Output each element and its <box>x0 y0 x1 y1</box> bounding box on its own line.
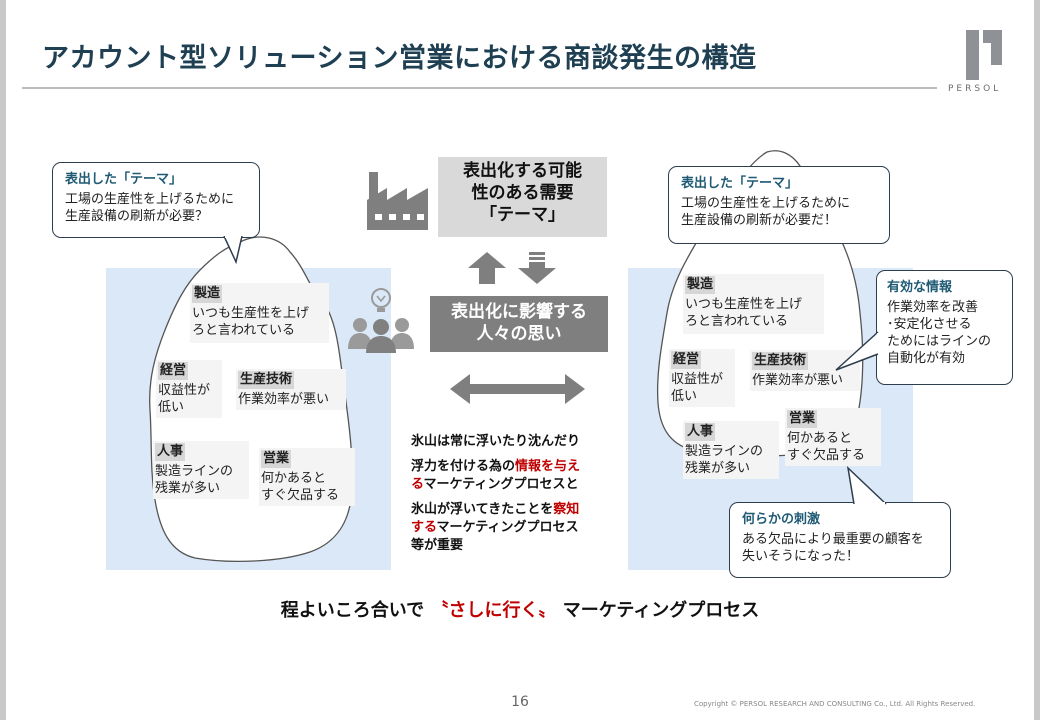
explanation-line-3: 氷山が浮いてきたことを察知するマーケティングプロセス等が重要 <box>411 501 623 555</box>
card-text: 低い <box>158 400 185 415</box>
card-text: いつも生産性を上げ <box>192 306 310 321</box>
influence-line: 表出化に影響する <box>451 302 587 322</box>
card-production-engineering: 生産技術 作業効率が悪い <box>750 350 860 391</box>
conclusion-prefix: 程よいころ合いで <box>280 600 425 621</box>
persol-logo-icon <box>966 30 1002 80</box>
card-text: 低い <box>671 389 698 404</box>
people-idea-icon <box>348 288 414 353</box>
bubble-line: 工場の生産性を上げるために <box>65 192 235 207</box>
explanation-line-1: 氷山は常に浮いたり沈んだり <box>411 434 581 449</box>
card-label: 生産技術 <box>752 352 809 370</box>
demand-theme-box: 表出化する可能 性のある需要 「テーマ」 <box>438 157 607 237</box>
effective-info-bubble: 有効な情報 作業効率を改善 ･安定化させる ためにはラインの 自動化が有効 <box>876 270 1013 385</box>
left-bubble-tail <box>223 236 243 265</box>
right-border <box>1034 0 1040 720</box>
card-label: 営業 <box>261 450 292 468</box>
card-hr: 人事 製造ラインの 残業が多い <box>153 441 249 499</box>
highlight-span: 察知 <box>553 502 580 517</box>
card-text: 製造ラインの <box>685 444 764 459</box>
card-label: 製造 <box>685 276 716 294</box>
bubble-line: 生産設備の刷新が必要？ <box>65 209 209 224</box>
center-explanation: 氷山は常に浮いたり沈んだり 浮力を付ける為の情報を与えるマーケティングプロセスと… <box>411 433 623 555</box>
logo-text: PERSOL <box>948 84 1002 94</box>
bubble-line: ためにはラインの <box>887 334 992 349</box>
bubble-line: ある欠品により最重要の顧客を <box>742 532 924 547</box>
bubble-heading: 表出した「テーマ」 <box>681 176 799 191</box>
double-arrow-icon <box>450 374 585 404</box>
left-border <box>0 0 6 720</box>
info-bubble-tail <box>835 331 880 371</box>
card-text: 収益性が <box>671 372 724 387</box>
card-text: すぐ欠品する <box>787 448 866 463</box>
influence-thoughts-box: 表出化に影響する 人々の思い <box>430 296 608 352</box>
demand-line: 性のある需要 <box>471 183 574 203</box>
highlight-span: する <box>411 520 437 535</box>
highlight-span: る <box>411 477 424 492</box>
card-sales: 営業 何かあると すぐ欠品する <box>259 448 355 506</box>
right-theme-bubble: 表出した「テーマ」 工場の生産性を上げるために 生産設備の刷新が必要だ！ <box>668 166 890 244</box>
bubble-line: 自動化が有効 <box>887 351 966 366</box>
title-divider <box>22 87 937 89</box>
card-production-engineering: 生産技術 作業効率が悪い <box>236 369 346 410</box>
stimulus-bubble-tail <box>846 466 887 506</box>
card-text: 何かあると <box>261 471 327 486</box>
card-label: 営業 <box>787 410 818 428</box>
up-arrow-icon <box>468 252 506 284</box>
card-management: 経営 収益性が 低い <box>669 349 735 407</box>
text-span: マーケティングプロセス <box>436 520 579 535</box>
demand-line: 表出化する可能 <box>463 161 582 181</box>
card-text: 作業効率が悪い <box>752 373 844 388</box>
explanation-line-2: 浮力を付ける為の情報を与えるマーケティングプロセスと <box>411 458 623 494</box>
card-sales: 営業 何かあると すぐ欠品する <box>785 408 881 466</box>
bubble-line: 作業効率を改善 <box>887 300 979 315</box>
bubble-line: 工場の生産性を上げるために <box>681 196 851 211</box>
card-text: 残業が多い <box>685 461 751 476</box>
card-label: 経営 <box>158 362 189 380</box>
card-management: 経営 収益性が 低い <box>156 360 222 418</box>
card-label: 人事 <box>155 443 186 461</box>
down-arrow-icon <box>518 252 556 284</box>
stimulus-bubble: 何らかの刺激 ある欠品により最重要の顧客を 失いそうになった！ <box>729 502 951 578</box>
conclusion-text: 程よいころ合いで 〝さしに行く〟 マーケティングプロセス <box>0 596 1040 622</box>
card-text: 残業が多い <box>155 481 221 496</box>
card-hr: 人事 製造ラインの 残業が多い <box>683 421 779 479</box>
card-label: 生産技術 <box>238 371 295 389</box>
bubble-line: 失いそうになった！ <box>742 549 860 564</box>
card-label: 経営 <box>671 351 702 369</box>
bubble-line: ･安定化させる <box>887 317 972 332</box>
card-text: すぐ欠品する <box>261 488 340 503</box>
conclusion-highlight: 〝さしに行く〟 <box>430 600 557 621</box>
factory-icon <box>367 172 428 230</box>
page-number: 16 <box>511 694 529 710</box>
page-title: アカウント型ソリューション営業における商談発生の構造 <box>42 43 757 74</box>
card-text: 作業効率が悪い <box>238 392 330 407</box>
card-text: 収益性が <box>158 383 211 398</box>
copyright-notice: Copyright © PERSOL RESEARCH AND CONSULTI… <box>694 700 976 708</box>
card-text: 製造ラインの <box>155 464 234 479</box>
text-span: マーケティングプロセスと <box>423 477 579 492</box>
bubble-heading: 有効な情報 <box>887 280 953 295</box>
conclusion-suffix: マーケティングプロセス <box>562 600 760 621</box>
bubble-heading: 表出した「テーマ」 <box>65 172 183 187</box>
bubble-line: 生産設備の刷新が必要だ！ <box>681 213 838 228</box>
card-label: 人事 <box>685 423 716 441</box>
text-span: 等が重要 <box>411 538 464 553</box>
card-text: ろと言われている <box>685 314 788 329</box>
card-manufacturing: 製造 いつも生産性を上げ ろと言われている <box>683 274 824 334</box>
influence-line: 人々の思い <box>476 324 562 344</box>
card-text: いつも生産性を上げ <box>685 297 803 312</box>
text-span: 氷山が浮いてきたことを <box>411 502 554 517</box>
left-theme-bubble: 表出した「テーマ」 工場の生産性を上げるために 生産設備の刷新が必要？ <box>52 162 260 238</box>
highlight-span: 情報を与え <box>515 459 581 474</box>
text-span: 浮力を付ける為の <box>411 459 516 474</box>
card-label: 製造 <box>192 285 223 303</box>
bubble-heading: 何らかの刺激 <box>742 512 821 527</box>
demand-line: 「テーマ」 <box>480 205 565 225</box>
card-text: 何かあると <box>787 431 853 446</box>
card-manufacturing: 製造 いつも生産性を上げ ろと言われている <box>190 283 329 343</box>
card-text: ろと言われている <box>192 323 295 338</box>
